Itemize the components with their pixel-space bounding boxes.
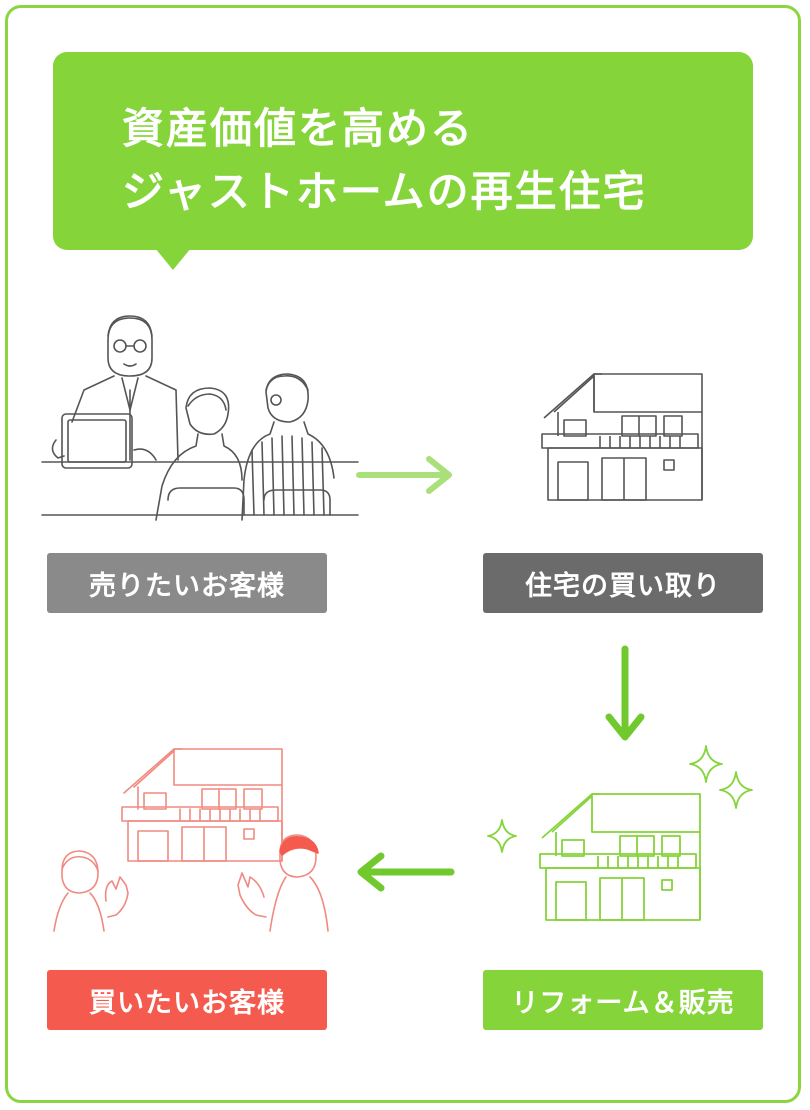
arrow-down-icon [605,645,645,741]
sparkle-icon [689,745,723,783]
arrow-right-icon [356,456,452,494]
happy-buyers-illustration [53,748,329,932]
arrow-left-icon [357,852,455,892]
title-line-2: ジャストホームの再生住宅 [122,167,647,216]
card-frame [5,5,801,1103]
label-reform-sale: リフォーム＆販売 [483,970,763,1030]
sparkle-icon [719,771,753,809]
title-line-1: 資産価値を高める [122,104,475,153]
sparkle-icon [487,819,517,853]
title-banner [53,52,753,250]
label-buyers: 買いたいお客様 [47,970,327,1030]
banner-tail [155,248,191,270]
label-sellers: 売りたいお客様 [47,553,327,613]
renovated-house-illustration [487,745,753,921]
house-illustration [541,373,703,501]
consultation-illustration [41,315,359,521]
label-house-purchase: 住宅の買い取り [483,553,763,613]
